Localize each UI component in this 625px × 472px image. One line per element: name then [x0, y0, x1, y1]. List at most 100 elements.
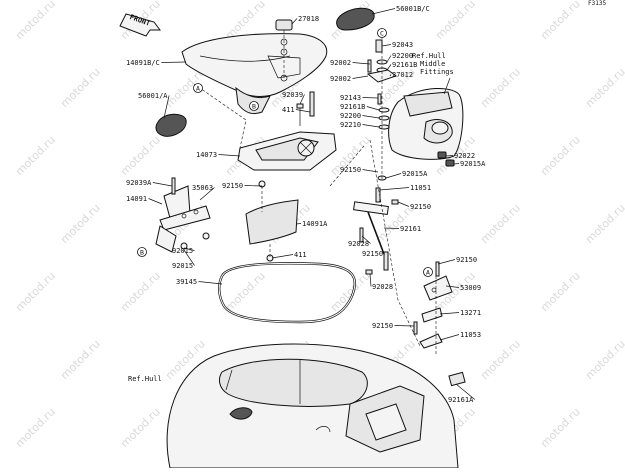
figure-code: F3135 — [588, 0, 606, 7]
part-number-label: 92022 — [454, 152, 475, 160]
part-number-label: 53009 — [460, 284, 481, 292]
watermark-text: motod.ru — [538, 405, 583, 450]
part-number-label: 14091A — [302, 220, 328, 228]
part-number-label: 14091B/C — [126, 59, 160, 67]
watermark-text: motod.ru — [118, 133, 163, 178]
leader-line — [218, 154, 241, 157]
watermark-text: motod.ru — [58, 201, 103, 246]
part-number-label: 14073 — [196, 151, 217, 159]
part-number-label: 56001/A — [138, 92, 168, 100]
watermark-text: motod.ru — [478, 337, 523, 382]
leader-line — [394, 325, 415, 327]
part-number-label: 92015 — [172, 247, 193, 255]
watermark-text: motod.ru — [13, 0, 58, 42]
part-number-label: 92015A — [460, 160, 486, 168]
svg-text:A: A — [196, 84, 200, 92]
leader-line — [383, 227, 400, 229]
leader-line — [371, 8, 396, 15]
watermark-text: motod.ru — [538, 133, 583, 178]
part-number-label: 92210 — [340, 121, 361, 129]
leader-line — [386, 64, 392, 71]
leader-line — [148, 198, 163, 205]
leader-line — [199, 187, 215, 201]
part-number-label: 27012 — [392, 71, 413, 79]
assembly-lines — [193, 30, 437, 356]
callout-marker: A — [423, 267, 433, 277]
part-number-label: 14091 — [126, 195, 147, 203]
leader-line — [453, 163, 460, 165]
watermark-text: motod.ru — [13, 133, 58, 178]
callout-marker: B — [249, 101, 259, 111]
panel-part — [245, 199, 299, 245]
upper-cover-part — [181, 33, 328, 115]
part-number-label: 92161A — [448, 396, 474, 404]
leader-line — [362, 115, 380, 119]
part-number-label: 13271 — [460, 309, 481, 317]
part-number-label: 92161B — [340, 103, 365, 111]
watermark-text: motod.ru — [433, 0, 478, 42]
part-number-label: 411 — [294, 251, 307, 259]
part-number-label: 35063 — [192, 184, 213, 192]
leader-line — [163, 95, 170, 119]
part-number-label: 11053 — [460, 331, 481, 339]
part-number-label: 92150 — [222, 182, 243, 190]
watermark-text: motod.ru — [478, 65, 523, 110]
latch-part — [413, 261, 453, 349]
callout-marker: C — [377, 28, 387, 38]
leader-line — [183, 249, 195, 266]
svg-text:A: A — [426, 268, 430, 276]
leader-line — [386, 55, 392, 63]
part-number-label: 92200 — [340, 112, 361, 120]
part-number-label: 56001B/C — [396, 5, 430, 13]
watermark-text: motod.ru — [583, 65, 625, 110]
watermark-text: motod.ru — [118, 405, 163, 450]
leader-line — [271, 254, 294, 259]
leader-line — [385, 173, 402, 179]
leader-line — [295, 109, 311, 113]
part-number-label: 92161B — [392, 61, 417, 69]
part-number-label: 92150 — [362, 250, 383, 258]
leader-line — [152, 182, 173, 187]
part-number-label: 39145 — [176, 278, 197, 286]
leader-line — [455, 383, 476, 400]
watermark-text: motod.ru — [58, 337, 103, 382]
leader-line — [445, 155, 454, 157]
watermark-text: motod.ru — [328, 269, 373, 314]
leader-line — [437, 259, 456, 265]
part-number-label: 411 — [282, 106, 295, 114]
leader-line — [352, 75, 369, 79]
part-number-label: 92002 — [330, 75, 351, 83]
part-number-label: 92143 — [340, 94, 361, 102]
part-number-label: 92150 — [372, 322, 393, 330]
watermark-text: motod.ru — [538, 269, 583, 314]
svg-text:C: C — [380, 29, 384, 37]
part-number-label: 92150 — [456, 256, 477, 264]
leader-line — [366, 106, 380, 111]
part-number-label: 92150 — [410, 203, 431, 211]
leader-line — [183, 247, 195, 251]
watermark-text: motod.ru — [583, 201, 625, 246]
leader-line — [352, 62, 371, 65]
part-number-label: 92043 — [392, 41, 413, 49]
leader-line — [362, 124, 380, 128]
leader-line — [362, 169, 379, 173]
tray-part — [237, 131, 337, 171]
leader-line — [161, 61, 187, 63]
leader-line — [383, 253, 385, 257]
part-number-label: 27018 — [298, 15, 319, 23]
watermark-text: motod.ru — [58, 65, 103, 110]
callout-marker: A — [193, 83, 203, 93]
hull-middle-fitting-part — [388, 87, 464, 160]
part-number-label: 92028 — [348, 240, 369, 248]
leader-line — [381, 44, 392, 47]
part-number-label: 92028 — [372, 283, 393, 291]
part-number-label: 92200 — [392, 52, 413, 60]
tag-part — [448, 371, 466, 387]
leader-lines — [148, 8, 476, 400]
knob-lower-part — [155, 113, 187, 137]
svg-text:B: B — [140, 248, 144, 256]
part-labels: 56001B/C27018920439220092161B2701214091B… — [126, 5, 486, 404]
